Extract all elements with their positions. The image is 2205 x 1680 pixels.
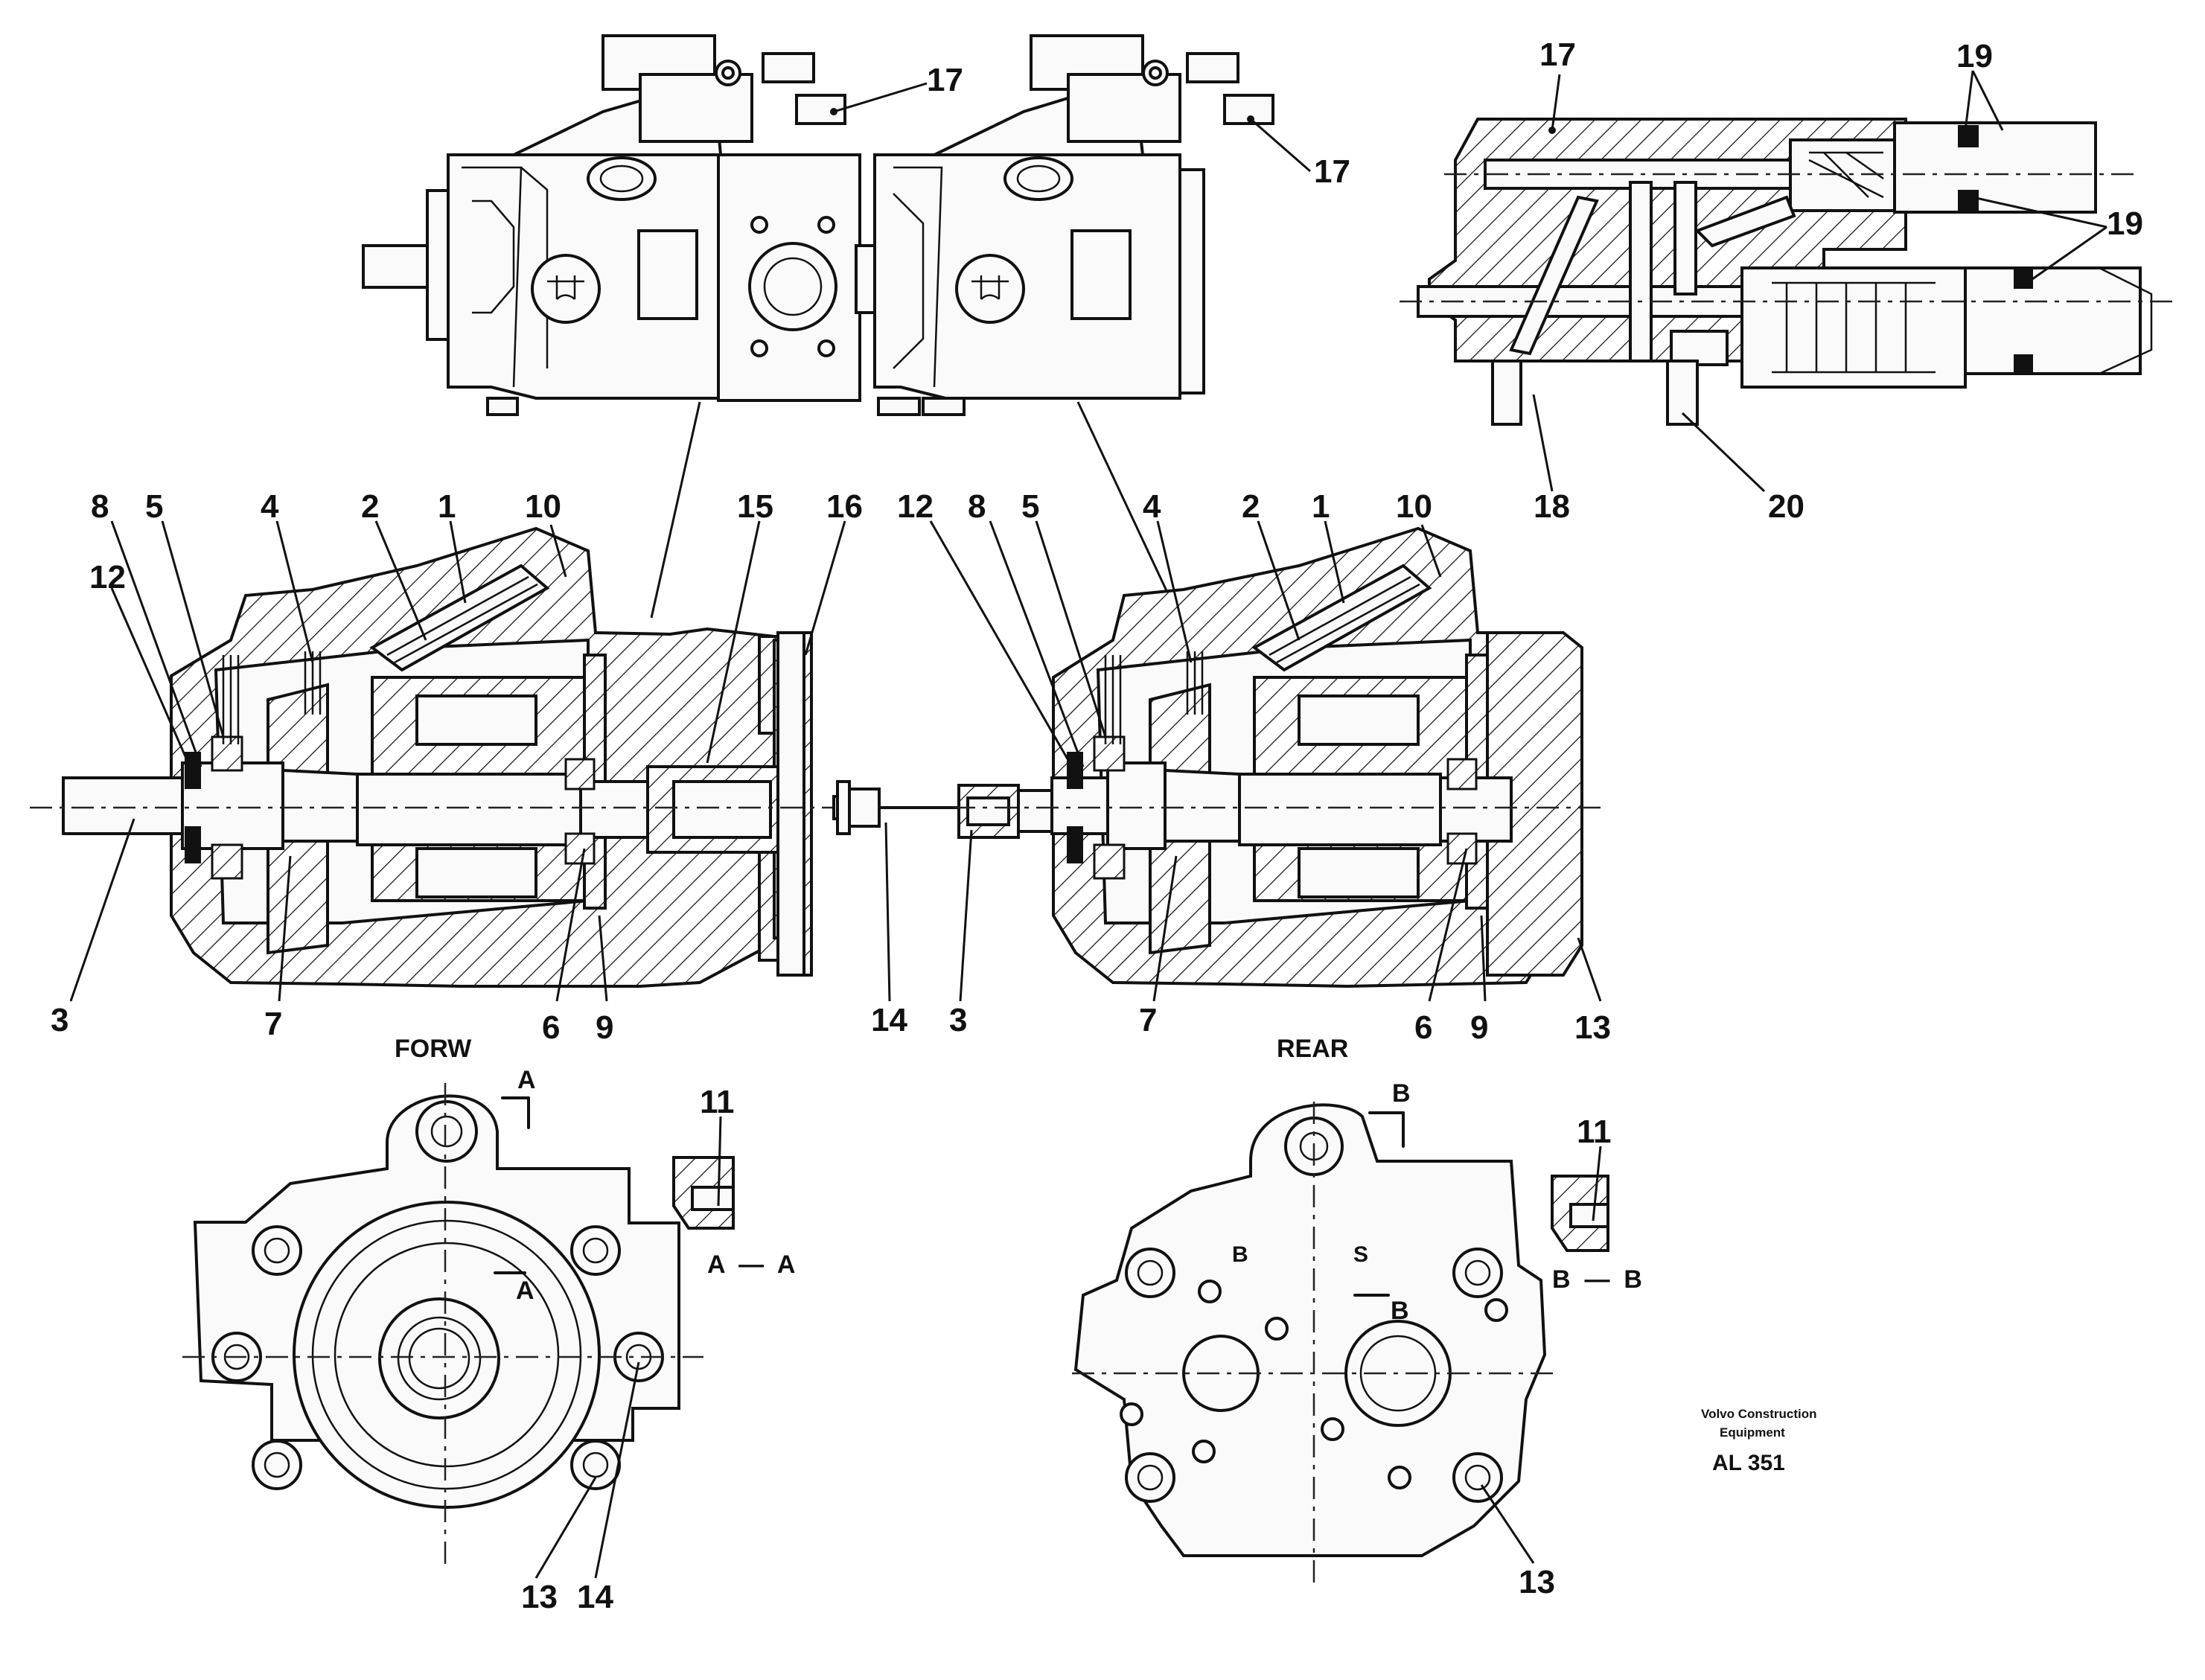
rear-section-mark-bottom: B — [1391, 1297, 1409, 1325]
drawing-code: AL 351 — [1712, 1451, 1785, 1475]
callout-leaders — [69, 70, 2107, 1579]
callout-3b: 3 — [949, 1002, 967, 1038]
forw-top-bolt — [415, 1100, 478, 1163]
callout-6b: 6 — [1414, 1009, 1432, 1046]
plug-20 — [1666, 360, 1699, 426]
callout-20: 20 — [1768, 488, 1804, 525]
publisher-line1: Volvo Construction — [1701, 1407, 1817, 1421]
o-ring-19a — [1958, 125, 1979, 147]
callout-1a: 1 — [438, 488, 456, 525]
o-ring-19b — [1958, 190, 1979, 212]
rear-view-title: REAR — [1277, 1035, 1348, 1063]
double-pump-exterior-view — [362, 34, 1274, 619]
rear-face-letter-b: B — [1232, 1242, 1248, 1267]
front-nameplate — [637, 229, 698, 320]
front-pump-section — [30, 526, 962, 988]
callout-7b: 7 — [1139, 1002, 1157, 1038]
callout-17a: 17 — [927, 62, 963, 98]
callout-4b: 4 — [1143, 488, 1161, 525]
callout-labels: 17 17 17 19 19 18 20 12 8 5 4 2 1 10 15 … — [51, 36, 2143, 1615]
callout-12b: 12 — [897, 488, 934, 525]
forward-flange-view — [182, 1083, 735, 1571]
callout-6a: 6 — [542, 1009, 560, 1046]
callout-4a: 4 — [261, 488, 279, 525]
callout-1b: 1 — [1312, 488, 1330, 525]
bearing-6 — [564, 758, 596, 791]
lower-adjusting-screw — [1964, 266, 2142, 375]
shaft-seal-12 — [185, 752, 201, 789]
section-b-b-label: B — B — [1552, 1265, 1642, 1294]
forw-section-mark-top: A — [517, 1066, 536, 1094]
lower-valve-spring-chamber — [1740, 266, 1967, 389]
o-ring-19c — [2014, 269, 2033, 289]
callout-9a: 9 — [596, 1009, 613, 1046]
front-rexroth-logo — [531, 254, 601, 324]
callout-17c: 17 — [1539, 36, 1576, 73]
callout-17b: 17 — [1314, 153, 1350, 190]
bearing-5 — [211, 735, 243, 772]
callout-8b: 8 — [968, 488, 986, 525]
publisher-block: Volvo Construction Equipment AL 351 — [1701, 1407, 1817, 1475]
publisher-line2: Equipment — [1720, 1425, 1785, 1440]
o-ring-19d — [2014, 354, 2033, 374]
forw-section-mark-bottom: A — [516, 1277, 535, 1305]
forw-shaft-bore — [378, 1297, 500, 1419]
rear-pump-section — [953, 526, 1601, 988]
callout-8a: 8 — [91, 488, 109, 525]
callout-18: 18 — [1534, 488, 1570, 525]
control-valve-section — [1400, 118, 2174, 426]
callout-13c: 13 — [1519, 1564, 1555, 1600]
rear-rexroth-logo — [955, 254, 1025, 324]
callout-16: 16 — [826, 488, 863, 525]
callout-7a: 7 — [264, 1006, 282, 1042]
callout-11a: 11 — [700, 1084, 735, 1120]
rear-port-oval — [1003, 156, 1073, 201]
through-drive-flange-16 — [776, 631, 805, 977]
view-labels: FORW A A A — A REAR B B B — B B S — [395, 1035, 1642, 1325]
callout-10b: 10 — [1396, 488, 1432, 525]
callout-11b: 11 — [1577, 1114, 1612, 1150]
callout-3a: 3 — [51, 1002, 68, 1038]
callout-9b: 9 — [1470, 1009, 1488, 1046]
upper-adjusting-screw — [1893, 121, 2097, 214]
callout-12a: 12 — [89, 559, 126, 595]
callout-10a: 10 — [525, 488, 561, 525]
piston-lower — [415, 847, 537, 898]
forw-view-title: FORW — [395, 1035, 472, 1063]
front-port-oval — [587, 156, 657, 201]
callout-13a: 13 — [1574, 1009, 1611, 1046]
pressure-port — [748, 242, 837, 331]
callout-5b: 5 — [1021, 488, 1039, 525]
rear-face-letter-s: S — [1353, 1242, 1368, 1267]
rear-section-mark-top: B — [1392, 1079, 1411, 1108]
callout-14b: 14 — [577, 1579, 613, 1615]
rear-bolt-13 — [1452, 1452, 1503, 1503]
callout-2b: 2 — [1242, 488, 1260, 525]
callout-13b: 13 — [521, 1579, 558, 1615]
rear-flange-view — [1072, 1102, 1609, 1585]
callout-15: 15 — [737, 488, 773, 525]
callout-5a: 5 — [145, 488, 163, 525]
callout-19b: 19 — [2107, 205, 2143, 242]
rear-flange-outline — [1073, 1103, 1547, 1557]
screw-14 — [848, 788, 881, 828]
drive-shaft-main — [356, 773, 582, 846]
callout-2a: 2 — [361, 488, 379, 525]
callout-19a: 19 — [1956, 38, 1993, 74]
drive-shaft-3 — [62, 776, 184, 835]
rear-nameplate — [1070, 229, 1132, 320]
plug-18 — [1491, 360, 1522, 426]
spring-8 — [222, 655, 240, 744]
callout-14a: 14 — [871, 1002, 907, 1038]
section-a-a-label: A — A — [707, 1251, 795, 1279]
piston-upper — [415, 694, 537, 746]
